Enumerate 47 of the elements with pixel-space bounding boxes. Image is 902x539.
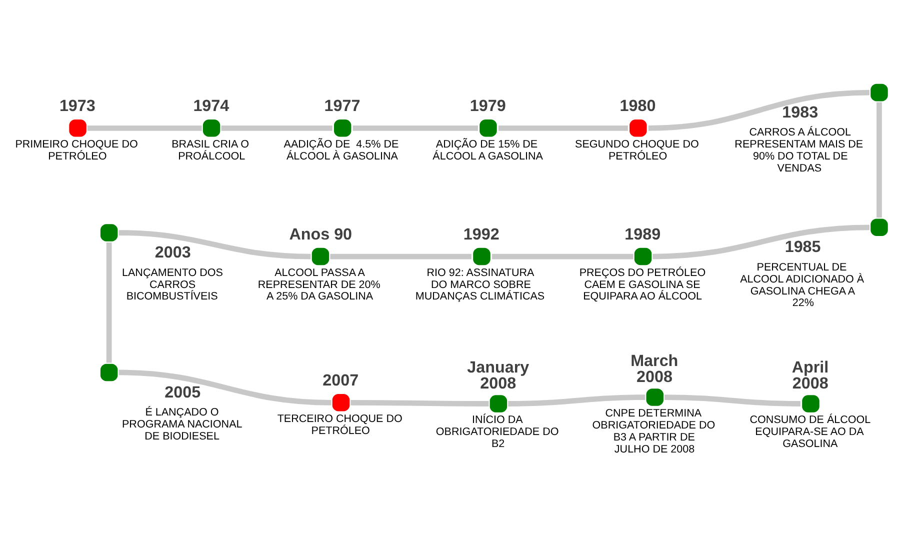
node-label: 1974	[193, 96, 230, 114]
node-label: É LANÇADO O PROGRAMA NACIONAL DE BIODIESEL	[122, 406, 242, 442]
connector	[106, 242, 112, 362]
node-label: 1977	[324, 96, 360, 114]
connector	[118, 230, 311, 259]
node-label: 2007	[322, 370, 359, 389]
node-label: RIO 92: ASSINATURA DO MARCO SOBRE MUDANÇAS CLIMÁTICAS	[415, 266, 545, 302]
node-label: 1992	[463, 224, 500, 243]
node-label: LANÇAMENTO DOS CARROS BICOMBUSTÍVEIS	[122, 266, 223, 302]
connector	[508, 394, 646, 406]
connector	[876, 102, 882, 218]
node-label: January 2008	[467, 358, 530, 392]
connector	[330, 253, 472, 259]
connector	[652, 224, 870, 259]
connector	[492, 253, 634, 259]
node-label: AADIÇÃO DE 4.5% DE ÁLCOOL À GASOLINA	[284, 138, 399, 162]
node-label: March 2008	[630, 352, 678, 386]
node-label: INÍCIO DA OBRIGATORIEDADE DO B2	[436, 414, 559, 450]
connector	[118, 369, 332, 405]
node-label: ADIÇÃO DE 15% DE ÁLCOOL A GASOLINA	[432, 138, 543, 162]
node-label: Anos 90	[289, 224, 352, 243]
node-label: BRASIL CRIA O PROÁLCOOL	[172, 138, 250, 162]
node-label: April 2008	[792, 358, 829, 392]
node-label: 1989	[624, 224, 661, 243]
node-label: CNPE DETERMINA OBRIGATORIEDADE DO B3 A PARTIR DE JULHO DE 2008	[592, 407, 716, 455]
connector	[664, 394, 801, 406]
node-label: ALCOOL PASSA A REPRESENTAR DE 20% A 25% DA GASOLINA	[258, 266, 380, 302]
node-label: SEGUNDO CHOQUE DO PETRÓLEO	[575, 138, 699, 162]
connector	[352, 124, 478, 130]
connector	[350, 399, 489, 406]
node-label: PERCENTUAL DE ALCOOL ADICIONADO À GASOLINA CHEGA A 22%	[740, 261, 864, 309]
connector	[498, 124, 628, 130]
node-label: 1973	[59, 96, 96, 114]
node-label: CARROS A ÁLCOOL REPRESENTAM MAIS DE 90% DO TOTAL DE VENDAS	[734, 126, 864, 174]
node-label: CONSUMO DE ÁLCOOL EQUIPARA-SE AO DA GASOLINA	[750, 414, 871, 450]
connector	[648, 89, 870, 130]
node-label: PREÇOS DO PETRÓLEO CAEM E GASOLINA SE EQUIPARA AO ÁLCOOL	[579, 266, 706, 302]
node-label: 1983	[782, 102, 818, 121]
node-label: 1985	[784, 238, 821, 256]
node-label: 1980	[620, 96, 656, 114]
node-label: TERCEIRO CHOQUE DO PETRÓLEO	[277, 412, 402, 436]
node-label: 1979	[470, 96, 506, 114]
node-label: 2005	[164, 382, 201, 401]
connector	[221, 124, 332, 130]
connector	[88, 124, 202, 130]
node-label: PRIMEIRO CHOQUE DO PETRÓLEO	[15, 138, 138, 162]
node-label: 2003	[154, 243, 191, 262]
